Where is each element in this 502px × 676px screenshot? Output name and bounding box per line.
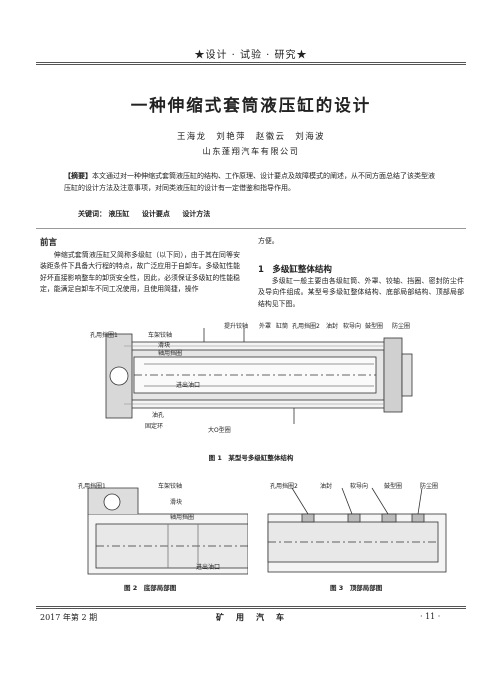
footer-journal: 矿 用 汽 车 — [216, 612, 286, 622]
fig2-label-kongyong1: 孔用挡圈1 — [78, 483, 106, 490]
keyword: 设计方法 — [182, 210, 211, 218]
footer-page: · 11 · — [420, 612, 441, 621]
figure1-caption: 图 1 某型号多级缸整体结构 — [208, 454, 294, 462]
fig3-label-ruandaoxiang: 软导向 — [350, 483, 369, 490]
fig1-label-youkong: 油孔 — [152, 412, 165, 419]
fig3-label-youfeng: 油封 — [320, 483, 333, 490]
footer-rule — [36, 606, 466, 607]
header-rule-2 — [36, 64, 466, 65]
preface-heading: 前言 — [40, 238, 58, 248]
abstract-label: 【摘要】 — [64, 172, 92, 180]
fig1-label-kongyong2: 孔用挡圈2 — [292, 323, 320, 330]
fig1-label-youfeng: 油封 — [326, 323, 339, 330]
running-header: ★设计 · 试验 · 研究★ — [194, 50, 308, 61]
fig1-label-da-o: 大O型圈 — [208, 427, 231, 434]
fig3-label-fangchen: 防尘圈 — [420, 483, 439, 490]
section1-heading: 1 多级缸整体结构 — [258, 265, 332, 275]
keywords: 关键词： 液压缸 设计要点 设计方法 — [78, 209, 220, 219]
fig1-label-jinchuyou: 进出油口 — [176, 382, 201, 389]
fig1-label-chejia: 车架铰轴 — [148, 332, 173, 339]
preface-text: 伸缩式套筒液压缸又简称多级缸（以下同），由于其在同等安装距条件下具备大行程的特点… — [40, 251, 240, 293]
figure2-drawing — [87, 487, 248, 575]
abstract: 【摘要】本文通过对一种伸缩式套筒液压缸的结构、工作原理、设计要点及故障模式的阐述… — [64, 171, 438, 194]
paper-title: 一种伸缩式套筒液压缸的设计 — [130, 96, 372, 115]
fig1-label-guxing: 鼓型圈 — [365, 323, 384, 330]
fig1-label-gudinghuan: 固定环 — [145, 423, 164, 430]
keywords-label: 关键词： — [78, 210, 106, 218]
fig1-label-huakuai: 滑块 — [158, 342, 171, 349]
footer-rule-2 — [36, 608, 466, 609]
keyword: 液压缸 — [108, 210, 130, 218]
figure3-caption: 图 3 顶部局部图 — [330, 584, 383, 592]
fig2-label-chejia: 车架铰轴 — [158, 483, 183, 490]
section1-text: 多级缸一般主要由各级缸筒、外罩、铰轴、挡圈、密封防尘件及导向件组成。某型号多级缸… — [258, 277, 464, 308]
fig2-label-jinchuyou: 进出油口 — [196, 564, 221, 571]
paper-affiliation: 山东蓬翔汽车有限公司 — [202, 146, 300, 156]
fig1-label-kongyong1: 孔用挡圈1 — [90, 332, 118, 339]
preface-continued: 方便。 — [258, 237, 279, 245]
fig1-label-fangchen: 防尘圈 — [392, 323, 411, 330]
fig1-label-tishen: 提升铰轴 — [224, 323, 249, 330]
header-rule — [36, 62, 466, 63]
fig1-label-ruandaoxiang: 软导向 — [343, 323, 362, 330]
figure3-drawing — [267, 487, 447, 573]
fig1-label-waizhao: 外罩 — [259, 323, 272, 330]
fig2-label-huakuai: 滑块 — [170, 499, 183, 506]
figure1-drawing — [105, 328, 413, 424]
footer-issue: 2017 年第 2 期 — [40, 613, 98, 622]
section-divider — [36, 228, 466, 229]
paper-authors: 王海龙 刘艳萍 赵徽云 刘海波 — [176, 131, 326, 141]
fig1-label-ganggong: 缸筒 — [276, 323, 289, 330]
keyword: 设计要点 — [141, 210, 170, 218]
abstract-text: 本文通过对一种伸缩式套筒液压缸的结构、工作原理、设计要点及故障模式的阐述，从不同… — [64, 172, 435, 192]
fig3-label-kongyong2: 孔用挡圈2 — [270, 483, 298, 490]
fig2-label-zhouyong: 轴用挡圈 — [170, 514, 195, 521]
fig1-label-zhouyong: 轴用挡圈 — [158, 350, 183, 357]
fig3-label-guxing: 鼓型圈 — [384, 483, 403, 490]
figure2-caption: 图 2 底部局部图 — [124, 584, 177, 592]
